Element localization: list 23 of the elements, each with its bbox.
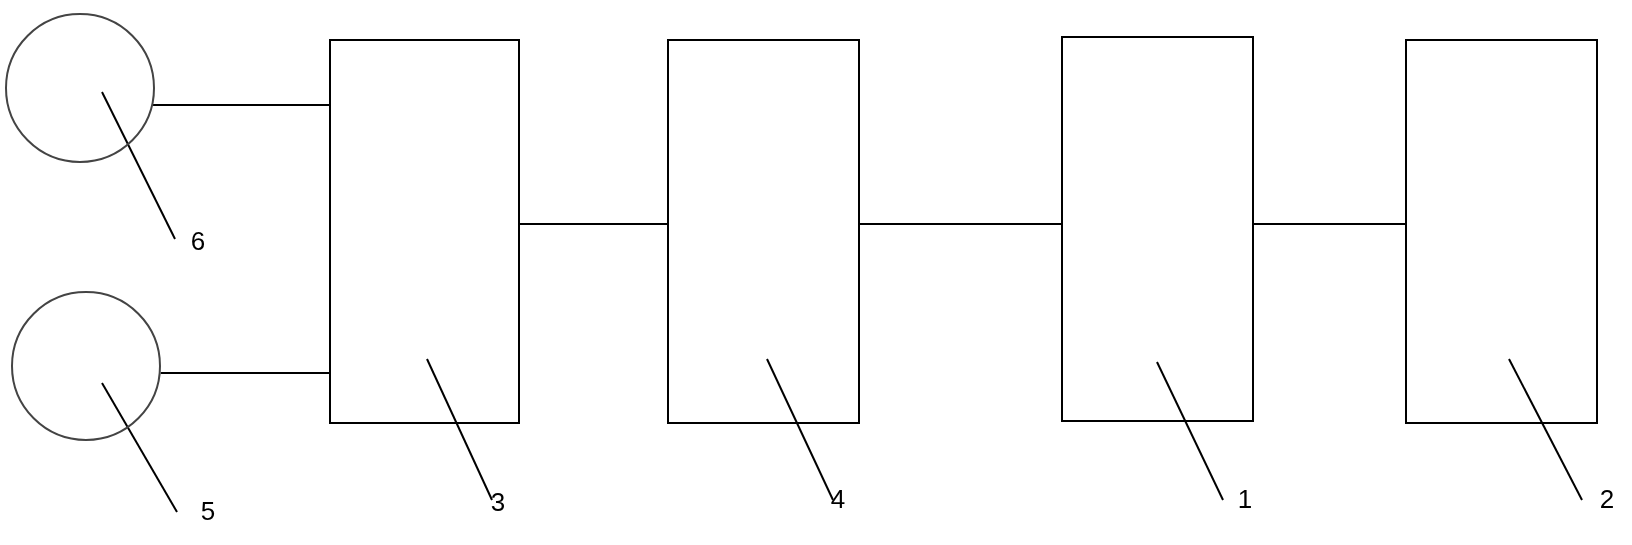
connector-line [152,104,330,106]
block-component [329,39,520,424]
connector-line [1253,223,1406,225]
leader-line [766,358,834,501]
leader-line [1156,361,1224,501]
circle-component [11,291,161,441]
circle-component [5,13,155,163]
callout-number: 2 [1595,484,1619,514]
block-component [1405,39,1598,424]
block-component [667,39,860,424]
connector-line [159,372,330,374]
leader-line [1508,358,1583,501]
callout-number: 4 [826,484,850,514]
leader-line [101,382,178,513]
connector-line [519,223,668,225]
leader-line [101,91,176,240]
callout-number: 3 [486,487,510,517]
leader-line [426,358,493,501]
callout-number: 5 [196,496,220,526]
block-component [1061,36,1254,422]
connector-line [859,223,1062,225]
callout-number: 6 [186,226,210,256]
callout-number: 1 [1233,484,1257,514]
